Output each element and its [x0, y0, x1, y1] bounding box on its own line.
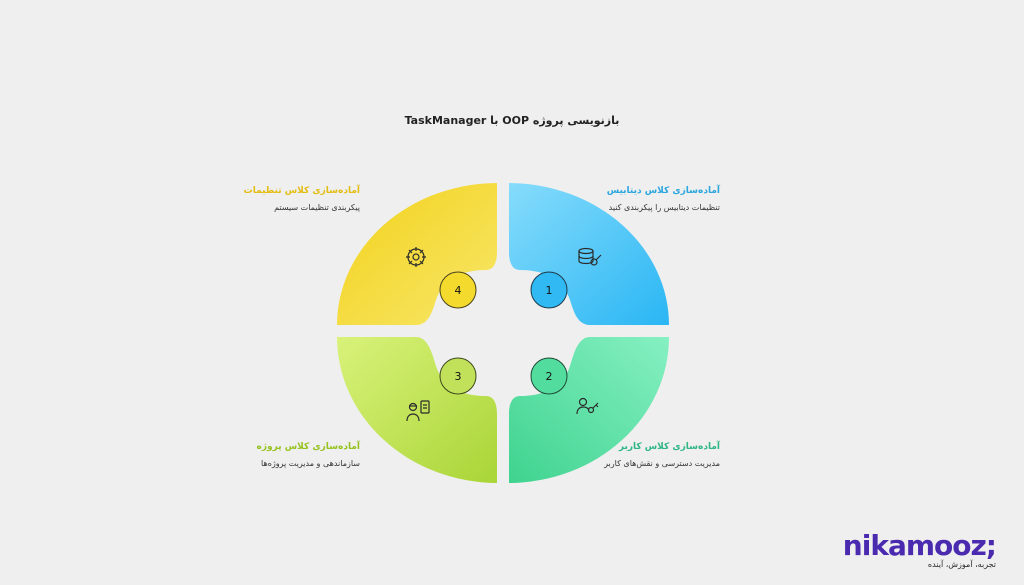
heading-quadrant-2: آماده‌سازی کلاس کاربر	[618, 442, 720, 452]
brand-tagline: تجربه، آموزش، آینده	[927, 560, 996, 569]
step-number-2: 2	[546, 370, 553, 383]
heading-quadrant-3: آماده‌سازی کلاس پروژه	[256, 442, 360, 452]
gear-settings-icon	[406, 247, 426, 267]
step-badge-1: 1	[530, 271, 568, 309]
diagram-title: بازنویسی پروژه OOP با TaskManager	[404, 114, 620, 127]
database-icon	[578, 247, 602, 266]
description-quadrant-3: سازماندهی و مدیریت پروژه‌ها	[261, 459, 360, 468]
label-quadrant-2: آماده‌سازی کلاس کاربر مدیریت دسترسی و نق…	[600, 441, 720, 469]
brand-name: nikamooz;	[842, 529, 997, 562]
step-number-1: 1	[546, 284, 553, 297]
step-number-3: 3	[455, 370, 462, 383]
label-quadrant-1: آماده‌سازی کلاس دیتابیس تنظیمات دیتابیس …	[600, 185, 720, 213]
description-quadrant-2: مدیریت دسترسی و نقش‌های کاربر	[604, 459, 720, 468]
quadrant-3	[337, 337, 497, 483]
step-badge-4: 4	[439, 271, 477, 309]
quadrant-1	[509, 183, 669, 325]
label-quadrant-4: آماده‌سازی کلاس تنظیمات پیکربندی تنظیمات…	[240, 185, 360, 213]
brand-logo: nikamooz; تجربه، آموزش، آینده	[842, 529, 997, 570]
description-quadrant-4: پیکربندی تنظیمات سیستم	[274, 203, 360, 212]
label-quadrant-3: آماده‌سازی کلاس پروژه سازماندهی و مدیریت…	[240, 441, 360, 469]
heading-quadrant-1: آماده‌سازی کلاس دیتابیس	[606, 186, 720, 196]
step-badge-2: 2	[530, 357, 568, 395]
heading-quadrant-4: آماده‌سازی کلاس تنظیمات	[243, 186, 360, 196]
project-worker-icon	[406, 400, 430, 422]
description-quadrant-1: تنظیمات دیتابیس را پیکربندی کنید	[608, 203, 720, 212]
step-badge-3: 3	[439, 357, 477, 395]
step-number-4: 4	[455, 284, 462, 297]
user-key-icon	[576, 397, 599, 415]
